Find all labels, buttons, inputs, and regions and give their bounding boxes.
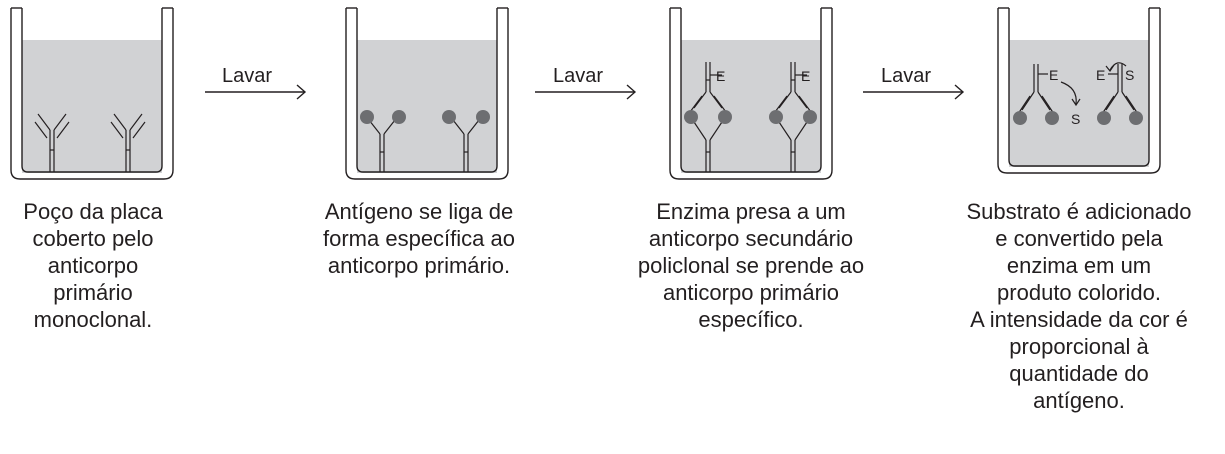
enzyme-label: E xyxy=(1096,67,1105,83)
caption-line: Poço da placa xyxy=(23,199,163,224)
caption-line: Substrato é adicionado xyxy=(966,199,1192,224)
antigen xyxy=(684,110,698,124)
antigen xyxy=(1013,111,1027,125)
well-4-inner-wall xyxy=(1008,8,1150,167)
step-2-caption: Antígeno se liga de forma específica ao … xyxy=(288,198,550,279)
wash-arrow-1: Lavar xyxy=(205,65,307,100)
enzyme-label: E xyxy=(1049,67,1058,83)
caption-line: anticorpo xyxy=(47,253,139,278)
well-3-liquid xyxy=(681,40,821,173)
well-1-inner-wall xyxy=(21,8,163,173)
caption-line: proporcional à xyxy=(1009,334,1149,359)
step-4-caption: Substrato é adicionado e convertido pela… xyxy=(933,198,1225,414)
well-2-outer-wall xyxy=(345,8,509,180)
wash-label: Lavar xyxy=(881,65,931,87)
enzyme-label: E xyxy=(716,68,725,84)
caption-line: específico. xyxy=(698,307,804,332)
well-2-inner-wall xyxy=(356,8,498,173)
wash-arrow-2: Lavar xyxy=(535,65,637,100)
wash-label: Lavar xyxy=(222,65,272,87)
antigen xyxy=(360,110,374,124)
enzyme-label: E xyxy=(801,68,810,84)
well-1-liquid xyxy=(22,40,162,173)
caption-line: Antígeno se liga de xyxy=(324,199,514,224)
antibody-sandwich xyxy=(774,62,812,172)
antibody-sandwich xyxy=(689,62,727,172)
caption-line: quantidade do xyxy=(1009,361,1149,386)
wash-arrow-3: Lavar xyxy=(863,65,965,100)
well-3: E E xyxy=(669,7,833,180)
antigen xyxy=(803,110,817,124)
caption-line: anticorpo primário. xyxy=(327,253,511,278)
antigen xyxy=(718,110,732,124)
well-1-outer-wall xyxy=(10,8,174,180)
antigen xyxy=(1097,111,1111,125)
well-4: E S E S xyxy=(997,7,1161,174)
well-3-inner-wall xyxy=(680,8,822,173)
caption-line: anticorpo secundário xyxy=(648,226,854,251)
primary-antibody xyxy=(452,119,480,172)
caption-line: antígeno. xyxy=(1033,388,1125,413)
caption-line: enzima em um xyxy=(1006,253,1152,278)
caption-line: produto colorido. xyxy=(997,280,1161,305)
caption-line: e convertido pela xyxy=(995,226,1163,251)
caption-line: coberto pelo xyxy=(32,226,154,251)
step-3-caption: Enzima presa a um anticorpo secundário p… xyxy=(601,198,901,333)
well-4-outer-wall xyxy=(997,8,1161,174)
well-2 xyxy=(345,7,509,180)
step-1-caption: Poço da placa coberto pelo anticorpo pri… xyxy=(0,198,186,333)
caption-line: A intensidade da cor é xyxy=(970,307,1188,332)
antigen xyxy=(1129,111,1143,125)
well-4-liquid xyxy=(1009,40,1149,167)
antigen xyxy=(769,110,783,124)
antigen xyxy=(1045,111,1059,125)
caption-line: Enzima presa a um xyxy=(656,199,846,224)
caption-line: primário xyxy=(53,280,133,305)
caption-line: monoclonal. xyxy=(33,307,153,332)
caption-line: policlonal se prende ao xyxy=(637,253,865,278)
substrate-label: S xyxy=(1125,67,1134,83)
primary-antibody xyxy=(110,113,146,172)
caption-line: forma específica ao xyxy=(323,226,515,251)
substrate-label: S xyxy=(1071,111,1080,127)
caption-line: anticorpo primário xyxy=(662,280,840,305)
antigen xyxy=(442,110,456,124)
antigen xyxy=(476,110,490,124)
well-2-liquid xyxy=(357,40,497,173)
well-1 xyxy=(10,7,174,180)
conversion-arrow xyxy=(1060,81,1077,105)
enzyme-antibody-complex xyxy=(1101,64,1139,115)
wash-label: Lavar xyxy=(553,65,603,87)
primary-antibody xyxy=(34,113,70,172)
well-3-outer-wall xyxy=(669,8,833,180)
antigen xyxy=(392,110,406,124)
